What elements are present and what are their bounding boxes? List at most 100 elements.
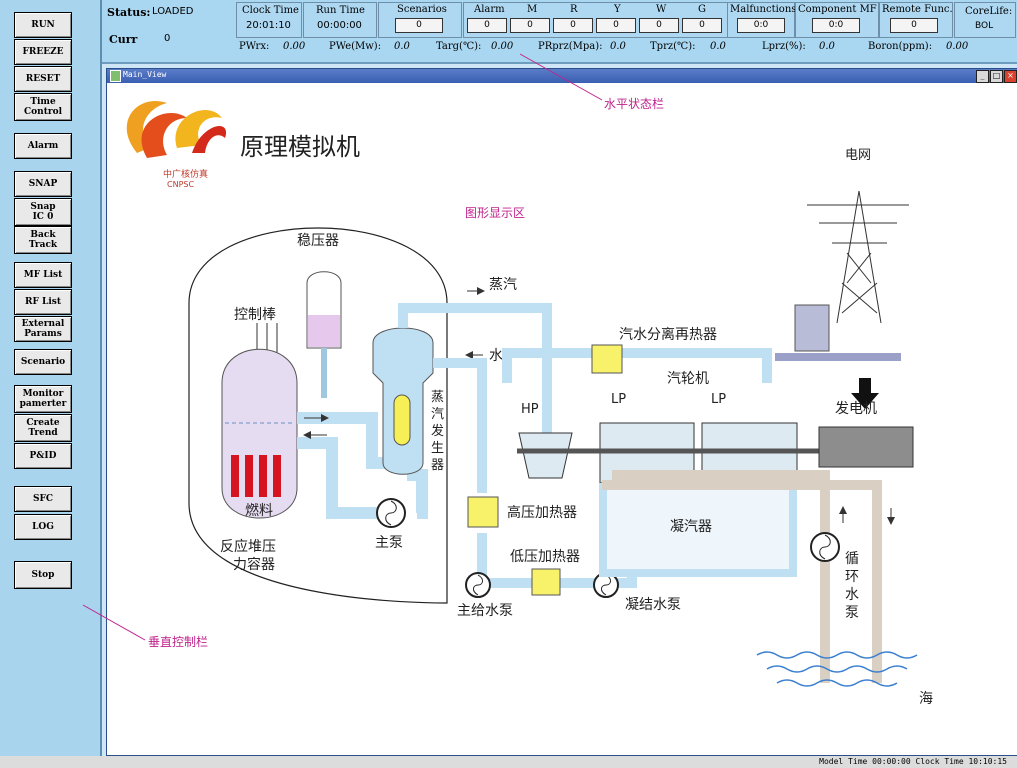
up-arrow-icon	[851, 378, 879, 409]
lprz-value: 0.0	[819, 41, 835, 52]
vertical-control-bar: RUN FREEZE RESET Time Control Alarm SNAP…	[0, 0, 102, 756]
alarm-m-label: M	[527, 4, 538, 15]
moisture-separator-reheater	[591, 344, 623, 374]
sfc-button[interactable]: SFC	[14, 486, 72, 512]
rf-list-button[interactable]: RF List	[14, 289, 72, 315]
alarm-button[interactable]: Alarm	[14, 133, 72, 159]
corelife-value: BOL	[975, 21, 994, 31]
external-params-button[interactable]: External Params	[14, 316, 72, 342]
malfunctions-label: Malfunctions	[730, 4, 797, 15]
alarm-g-label: G	[698, 4, 706, 15]
scenario-button[interactable]: Scenario	[14, 349, 72, 375]
alarm-y-value[interactable]: 0	[596, 18, 636, 33]
component-mf-cell: Component MF 0:0	[795, 2, 879, 38]
pressurizer-label: 稳压器	[297, 233, 339, 249]
run-time-cell: Run Time 00:00:00	[303, 2, 377, 38]
corelife-cell: CoreLife: BOL	[954, 2, 1016, 38]
circulating-water-supply	[602, 480, 882, 683]
steam-gen-label-1: 蒸	[431, 390, 444, 405]
pwe-label: PWe(Mw):	[329, 41, 382, 52]
curr-label: Curr	[109, 33, 138, 46]
vertical-control-bar-annotation: 垂直控制栏	[148, 635, 209, 649]
main-feed-pump-label: 主给水泵	[457, 603, 513, 619]
boron-label: Boron(ppm):	[868, 41, 933, 52]
logo-text-cn: 中广核仿真	[163, 168, 208, 180]
alarm-y-label: Y	[614, 4, 621, 15]
alarm-r-label: R	[570, 4, 578, 15]
prprz-value: 0.0	[610, 41, 626, 52]
cold-leg-pipe	[297, 437, 397, 519]
minimize-icon[interactable]: _	[976, 70, 989, 83]
reset-button[interactable]: RESET	[14, 66, 72, 92]
bottom-status-bar: Model Time 00:00:00 Clock Time 10:10:15	[0, 756, 1017, 768]
status-value: LOADED	[152, 6, 194, 17]
steam-generator	[372, 327, 434, 475]
reactor-vessel-label-1: 反应堆压	[220, 538, 276, 555]
time-control-button[interactable]: Time Control	[14, 93, 72, 121]
alarm-w-value[interactable]: 0	[639, 18, 679, 33]
scenarios-value[interactable]: 0	[395, 18, 443, 33]
steam-gen-label-4: 生	[431, 441, 444, 456]
main-steam-line	[398, 303, 552, 461]
freeze-button[interactable]: FREEZE	[14, 39, 72, 65]
lp-heater	[531, 568, 561, 596]
alarm-w-label: W	[656, 4, 667, 15]
back-track-button[interactable]: Back Track	[14, 226, 72, 254]
main-view-window: Main_View _ □ × 中广核仿真 CNPSC 原理模拟机 图形显示区 …	[106, 68, 1017, 756]
cnpsc-logo	[126, 101, 227, 158]
create-trend-button[interactable]: Create Trend	[14, 414, 72, 442]
alarm-value[interactable]: 0	[467, 18, 507, 33]
hp-label: HP	[521, 402, 539, 417]
run-button[interactable]: RUN	[14, 12, 72, 38]
pwe-value: 0.0	[394, 41, 410, 52]
hp-heater-label: 高压加热器	[507, 504, 577, 521]
horizontal-status-bar-annotation: 水平状态栏	[604, 97, 665, 111]
maximize-icon[interactable]: □	[990, 70, 1003, 83]
log-button[interactable]: LOG	[14, 514, 72, 540]
tprz-value: 0.0	[710, 41, 726, 52]
snap-button[interactable]: SNAP	[14, 171, 72, 197]
alarm-m-value[interactable]: 0	[510, 18, 550, 33]
lp1-label: LP	[611, 392, 626, 407]
circ-pump-label-4: 泵	[845, 605, 859, 621]
snap-ic0-button[interactable]: Snap IC 0	[14, 198, 72, 226]
main-pump-label: 主泵	[375, 535, 403, 551]
scenarios-cell: Scenarios 0	[378, 2, 462, 38]
remote-func-value[interactable]: 0	[890, 18, 938, 33]
component-mf-value[interactable]: 0:0	[812, 18, 860, 33]
main-pump	[376, 498, 406, 528]
monitor-parameter-button[interactable]: Monitor pamerter	[14, 385, 72, 413]
alarm-r-value[interactable]: 0	[553, 18, 593, 33]
reactor-vessel	[221, 348, 298, 519]
mf-list-button[interactable]: MF List	[14, 262, 72, 288]
component-mf-label: Component MF	[798, 4, 877, 15]
targ-value: 0.00	[491, 41, 514, 52]
prprz-label: PRprz(Mpa):	[538, 41, 603, 52]
fuel-label: 燃料	[245, 502, 273, 519]
steam-gen-label-2: 汽	[431, 407, 444, 422]
logo-text-en: CNPSC	[167, 180, 194, 189]
pid-button[interactable]: P&ID	[14, 443, 72, 469]
alarm-g-value[interactable]: 0	[682, 18, 722, 33]
lp-heater-label: 低压加热器	[510, 549, 580, 565]
window-app-icon	[110, 70, 121, 82]
remote-func-cell: Remote Func. 0	[879, 2, 953, 38]
horizontal-status-bar: Status: LOADED Curr 0 Clock Time 20:01:1…	[102, 0, 1017, 64]
transformer-base	[775, 353, 901, 361]
window-titlebar[interactable]: Main_View _ □ ×	[107, 69, 1017, 83]
remote-func-label: Remote Func.	[882, 4, 953, 15]
stop-button[interactable]: Stop	[14, 561, 72, 589]
sea-label: 海	[919, 691, 933, 707]
malfunctions-value[interactable]: 0:0	[737, 18, 785, 33]
window-title: Main_View	[123, 70, 167, 79]
lp2-label: LP	[711, 392, 726, 407]
lprz-label: Lprz(%):	[762, 41, 806, 52]
circ-pump-label-3: 水	[845, 587, 859, 603]
hp-heater	[467, 496, 499, 528]
pwrx-label: PWrx:	[239, 41, 270, 52]
scenarios-label: Scenarios	[397, 4, 447, 15]
steam-gen-label-5: 器	[431, 458, 444, 473]
circulating-water-return	[612, 470, 830, 683]
condensate-pump-label: 凝结水泵	[625, 597, 681, 613]
